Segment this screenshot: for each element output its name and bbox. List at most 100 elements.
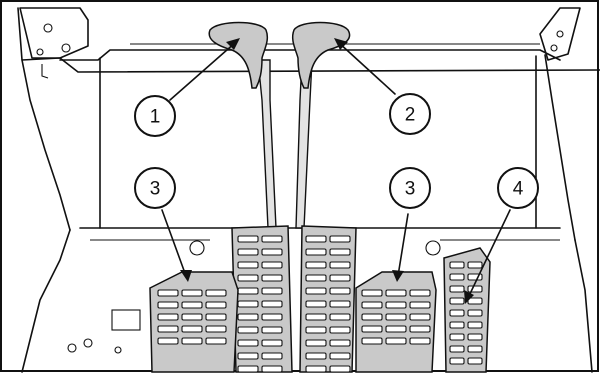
tread-slot xyxy=(237,365,259,373)
tread-slot xyxy=(361,313,383,321)
tread-slot xyxy=(449,321,465,329)
tread-slot xyxy=(329,274,351,282)
tread-slot xyxy=(261,313,283,321)
tread-slot xyxy=(261,287,283,295)
tread-slot xyxy=(261,274,283,282)
tread-slot xyxy=(237,313,259,321)
right-travel-pedal xyxy=(299,225,357,373)
callout-1: 1 xyxy=(134,95,176,137)
tread-slot xyxy=(329,300,351,308)
tread-slot xyxy=(329,235,351,243)
tread-slot xyxy=(449,285,465,293)
tread-slot xyxy=(449,333,465,341)
tread-slot xyxy=(305,274,327,282)
tread-slot xyxy=(261,235,283,243)
tread-slot xyxy=(329,339,351,347)
tread-slot xyxy=(409,325,431,333)
tread-slot xyxy=(181,325,203,333)
tread-slot xyxy=(385,301,407,309)
tread-slot xyxy=(205,301,227,309)
tread-slot xyxy=(385,337,407,345)
tread-slot xyxy=(157,301,179,309)
tread-slot xyxy=(385,325,407,333)
callout-3-left-label: 3 xyxy=(150,179,161,200)
tread-slot xyxy=(261,339,283,347)
tread-slot xyxy=(305,352,327,360)
tread-slot xyxy=(305,235,327,243)
tread-slot xyxy=(305,365,327,373)
tread-slot xyxy=(361,289,383,297)
tread-slot xyxy=(305,261,327,269)
tread-slot xyxy=(157,313,179,321)
callout-4: 4 xyxy=(497,167,539,209)
tread-slot xyxy=(467,333,483,341)
right-control-lever xyxy=(291,21,351,229)
tread-slot xyxy=(305,313,327,321)
callout-2-label: 2 xyxy=(405,105,416,126)
tread-slot xyxy=(467,357,483,365)
tread-slot xyxy=(329,261,351,269)
tread-slot xyxy=(361,301,383,309)
tread-slot xyxy=(305,326,327,334)
tread-slot xyxy=(157,289,179,297)
tread-slot xyxy=(409,313,431,321)
callout-1-label: 1 xyxy=(150,107,161,128)
tread-slot xyxy=(181,289,203,297)
tread-slot xyxy=(181,313,203,321)
tread-slot xyxy=(409,337,431,345)
tread-slot xyxy=(305,248,327,256)
tread-slot xyxy=(361,337,383,345)
tread-slot xyxy=(237,248,259,256)
tread-slot xyxy=(205,337,227,345)
tread-slot xyxy=(385,313,407,321)
tread-slot xyxy=(467,309,483,317)
tread-slot xyxy=(237,300,259,308)
tread-slot xyxy=(237,339,259,347)
callout-2: 2 xyxy=(389,93,431,135)
tread-slot xyxy=(449,261,465,269)
tread-slot xyxy=(329,248,351,256)
tread-slot xyxy=(181,301,203,309)
tread-slot xyxy=(261,352,283,360)
tread-slot xyxy=(409,301,431,309)
tread-slot xyxy=(305,300,327,308)
tread-slot xyxy=(261,248,283,256)
tread-slot xyxy=(449,297,465,305)
tread-slot xyxy=(157,337,179,345)
tread-slot xyxy=(449,357,465,365)
tread-slot xyxy=(205,325,227,333)
tread-slot xyxy=(329,352,351,360)
tread-slot xyxy=(449,273,465,281)
callout-3-right-label: 3 xyxy=(405,179,416,200)
tread-slot xyxy=(467,321,483,329)
tread-slot xyxy=(237,352,259,360)
tread-slot xyxy=(329,365,351,373)
tread-slot xyxy=(329,287,351,295)
tread-slot xyxy=(237,287,259,295)
tread-slot xyxy=(237,274,259,282)
tread-slot xyxy=(237,235,259,243)
tread-slot xyxy=(361,325,383,333)
tread-slot xyxy=(261,326,283,334)
tread-slot xyxy=(205,289,227,297)
callout-3-right: 3 xyxy=(389,167,431,209)
callout-4-label: 4 xyxy=(513,179,524,200)
right-pedal xyxy=(355,271,437,373)
tread-slot xyxy=(449,309,465,317)
left-control-lever xyxy=(208,21,277,229)
tread-slot xyxy=(385,289,407,297)
tread-slot xyxy=(261,300,283,308)
tread-slot xyxy=(205,313,227,321)
tread-slot xyxy=(261,365,283,373)
tread-slot xyxy=(467,345,483,353)
tread-slot xyxy=(181,337,203,345)
tread-slot xyxy=(261,261,283,269)
tread-slot xyxy=(329,326,351,334)
tread-slot xyxy=(467,261,483,269)
tread-slot xyxy=(237,326,259,334)
leader-lines xyxy=(161,38,511,304)
tread-slot xyxy=(329,313,351,321)
left-pedal xyxy=(149,271,239,373)
tread-slot xyxy=(449,345,465,353)
